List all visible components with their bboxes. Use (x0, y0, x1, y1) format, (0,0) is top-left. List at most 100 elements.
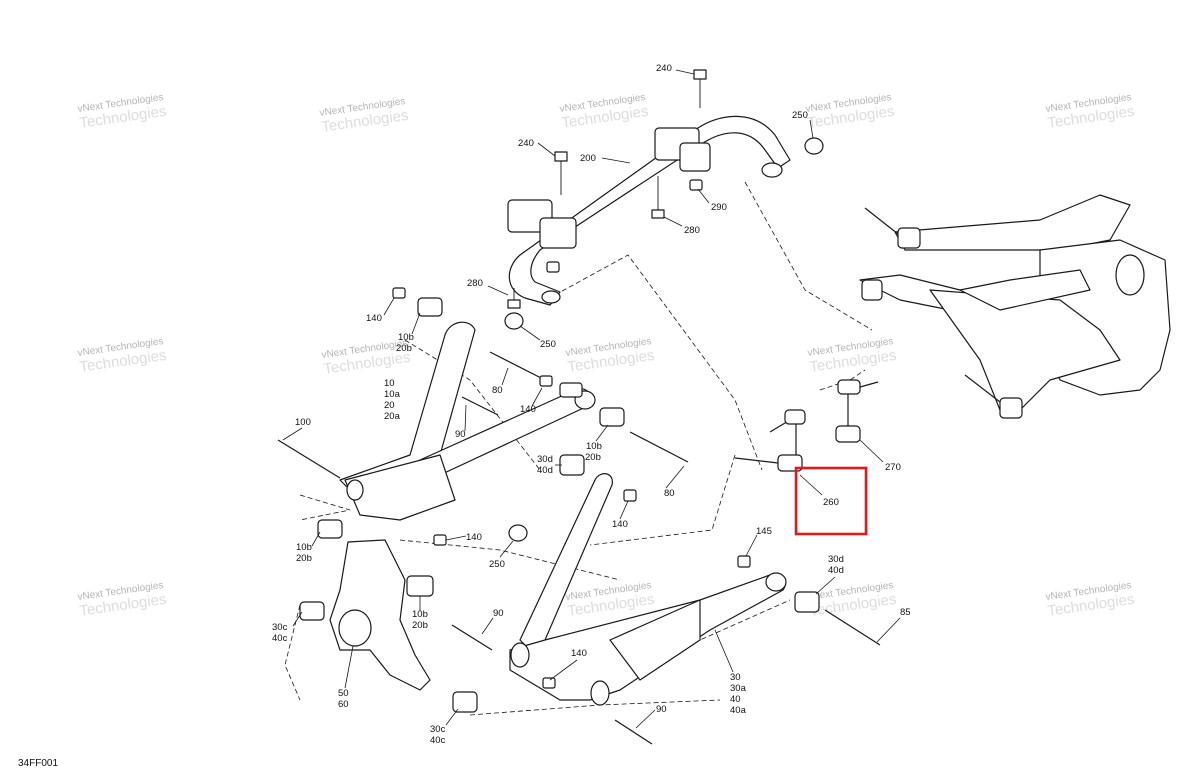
bolt-85 (824, 609, 881, 646)
guide-line (744, 181, 873, 331)
sway-bar-bushing (679, 142, 711, 172)
bushing-10b-icon (406, 575, 434, 597)
callout-label: 85 (900, 607, 911, 618)
callout-label: 10a (384, 389, 401, 400)
bolt-head-icon (554, 151, 568, 162)
callout-label: 90 (493, 608, 504, 619)
lower-arm-front-tube (519, 473, 613, 651)
watermark: vNext Technologies Technologies (807, 580, 898, 620)
bushing-10b-icon (599, 407, 625, 427)
link-stud (859, 381, 879, 388)
highlight-box (794, 466, 868, 536)
callout-label: 60 (338, 699, 349, 710)
callout-label: 250 (540, 339, 556, 350)
link-ball-joint (837, 379, 861, 395)
upper-arm-ball-joint (346, 479, 364, 501)
watermark: vNext Technologies Technologies (807, 336, 898, 376)
nut-145-icon (737, 555, 751, 568)
callout-label: 270 (885, 462, 901, 473)
callout-label-260: 260 (823, 497, 839, 508)
guide-line (819, 369, 866, 391)
sway-bar-end-eye (761, 162, 783, 178)
assembled-bushing (897, 227, 921, 249)
callout-label: 30a (730, 683, 747, 694)
assembled-bolt (864, 207, 899, 235)
bushing-10b-icon (417, 297, 443, 317)
bushing-30c-icon (452, 691, 478, 713)
bolt-head-icon (693, 69, 707, 80)
bushing-30d-icon (794, 591, 820, 613)
assembled-upper-link (959, 269, 1091, 311)
watermark: vNext Technologies Technologies (77, 580, 168, 620)
callout-label: 30d (537, 454, 553, 465)
watermark: vNext Technologies Technologies (77, 92, 168, 132)
callout-label: 140 (366, 313, 382, 324)
sway-bar-200 (507, 115, 791, 306)
leader-lines (282, 69, 901, 729)
callout-label: 40 (730, 694, 741, 705)
callout-label: 90 (656, 704, 667, 715)
callout-label: 10b (586, 441, 602, 452)
figure-code: 34FF001 (18, 758, 58, 769)
guide-line (589, 454, 736, 546)
callout-label: 40a (730, 705, 747, 716)
callout-label: 140 (612, 519, 628, 530)
lower-arm-pivot (765, 572, 787, 592)
callout-label: 30c (430, 724, 446, 735)
sway-bar-link-260 (734, 409, 806, 472)
callout-label: 240 (656, 63, 672, 74)
upper-arm-bracket (344, 454, 456, 521)
knuckle-body (329, 539, 431, 691)
bolt-80 (489, 351, 546, 381)
guide-line (554, 254, 763, 471)
bushing-10b-icon (317, 519, 343, 539)
sway-bar-link-270 (835, 379, 879, 443)
lower-arm-gusset (609, 599, 701, 681)
assembled-lower-arm (929, 289, 1121, 411)
lower-control-arm (509, 473, 787, 706)
bolt-100 (277, 439, 341, 479)
callout-label: 10b (296, 542, 312, 553)
bolt-90 (461, 396, 499, 416)
callout-label: 20 (384, 400, 395, 411)
assembled-suspension-corner (859, 194, 1171, 419)
nut-140-icon (623, 489, 637, 502)
callout-label: 40d (537, 465, 553, 476)
nut-140-icon (539, 375, 553, 387)
nut-290-icon (689, 179, 703, 191)
lower-arm-hardware (451, 555, 881, 745)
callout-label: 140 (520, 404, 536, 415)
knuckle-bearing-bore (338, 609, 372, 647)
link-ball-joint (784, 409, 806, 425)
watermark: vNext Technologies Technologies (1045, 580, 1136, 620)
guide-line (399, 539, 621, 581)
callout-label: 10 (384, 378, 395, 389)
lower-arm-mount (590, 680, 610, 706)
watermark: vNext Technologies Technologies (805, 92, 896, 132)
callout-label: 20b (412, 620, 428, 631)
nut-250-icon (504, 312, 524, 330)
callout-label: 80 (492, 385, 503, 396)
watermark: vNext Technologies Technologies (565, 336, 656, 376)
callout-label: 50 (338, 688, 349, 699)
lower-arm-mount (510, 642, 530, 668)
callout-label: 10b (398, 332, 414, 343)
bolt-head-icon (507, 299, 521, 309)
callout-label: 30d (828, 554, 844, 565)
callout-label: 290 (711, 202, 727, 213)
link-stud (734, 457, 779, 464)
bolt-80 (629, 431, 689, 463)
upper-control-arm (339, 321, 596, 521)
sway-bar-end-eye (541, 290, 561, 304)
bushing-icon (559, 382, 583, 398)
guide-line (284, 604, 301, 701)
callout-label: 80 (664, 488, 675, 499)
sway-bar-bushing (539, 217, 577, 249)
guide-line (299, 494, 351, 521)
callout-label: 240 (518, 138, 534, 149)
callout-label: 250 (792, 110, 808, 121)
upper-arm-hardware (277, 287, 689, 546)
callout-label: 140 (466, 532, 482, 543)
